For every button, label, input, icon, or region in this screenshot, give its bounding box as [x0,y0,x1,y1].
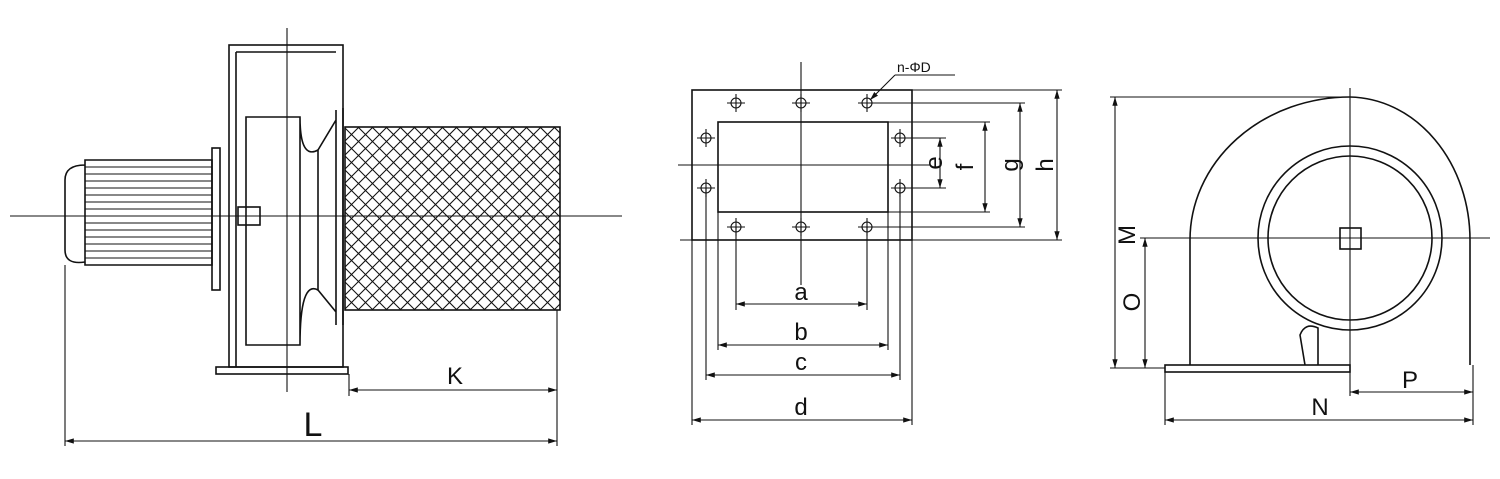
extension-lines [680,89,1062,425]
mesh-line [497,126,561,190]
shaft-hub [1339,227,1362,250]
label-O: O [1119,293,1146,312]
bolt-hole [792,94,810,112]
mesh-line [344,183,472,311]
dimension-K: K [348,310,558,446]
flange-opening [717,121,889,213]
mesh-line [344,267,388,311]
mesh-line [344,126,360,142]
mesh-line [455,126,561,232]
mesh-line [413,163,561,311]
mesh-line [497,247,561,311]
mesh-line [344,126,528,310]
motor [64,147,261,291]
bolt-hole [697,129,715,147]
mesh-line [483,233,561,311]
mesh-line [357,126,542,311]
label-K: K [447,363,463,390]
mesh-line [525,126,561,162]
mesh-line [553,303,561,311]
mesh-line [371,126,556,311]
mesh-line [399,149,561,311]
extension-lines [1110,96,1474,425]
mesh-line [344,239,416,311]
mesh-line [344,126,374,156]
mesh-line [539,126,561,148]
mesh-line [525,275,561,311]
mesh-line [344,126,444,226]
mesh-line [455,205,561,311]
flange-view: n-ΦD a b c d e f g h [678,59,1062,425]
mesh-line [441,191,561,311]
mesh-line [344,225,430,311]
label-a: a [794,279,808,306]
mesh-line [385,135,561,311]
inlet-ring [1257,145,1443,331]
base-plate [1164,364,1351,373]
label-N: N [1311,394,1328,421]
mesh-line [511,126,561,176]
mesh-line [344,126,514,296]
volute-casing [1189,96,1471,365]
inlet-cone [317,108,344,325]
label-d: d [794,394,807,421]
mesh-line [344,169,486,311]
label-M: M [1114,225,1141,245]
label-h: h [1032,158,1059,171]
mesh-line [344,126,486,268]
mesh-line [427,126,561,260]
mesh-line [344,295,360,311]
mesh-line [344,141,514,311]
label-holes: n-ΦD [897,59,931,75]
mesh-line [427,177,561,311]
mesh-line [344,126,500,282]
mesh-line [469,219,561,311]
bolt-hole [792,218,810,236]
base-plate [215,366,349,375]
mesh-line [385,126,561,302]
impeller [245,116,319,346]
label-c: c [795,349,807,376]
mesh-line [344,126,388,170]
cutoff-tongue [1299,325,1319,366]
mesh-line [511,261,561,311]
mesh-line [344,126,430,212]
label-f: f [952,163,979,170]
side-view: K L [10,28,622,446]
mesh-line [344,211,444,311]
mesh-line [344,126,458,240]
mesh-line [344,155,500,311]
mesh-line [344,126,416,198]
mesh-line [539,289,561,311]
mesh-line [469,126,561,218]
label-g: g [997,158,1024,171]
hole-callout: n-ΦD [869,59,955,101]
mesh-line [344,253,402,311]
label-P: P [1402,367,1418,394]
mesh-line [344,197,458,311]
dimension-L: L [64,265,557,446]
front-view: M O N P [1110,88,1490,425]
label-L: L [304,406,323,444]
mesh-line [553,126,561,134]
mesh-line [344,126,472,254]
mesh-line [344,127,528,311]
mesh-line [344,126,402,184]
mesh-line [413,126,561,274]
label-e: e [921,156,948,169]
inlet-opening [1267,155,1433,321]
bolt-hole [727,94,745,112]
filter-mesh [344,126,561,311]
mesh-line [483,126,561,204]
mesh-line [344,281,374,311]
label-b: b [794,319,807,346]
